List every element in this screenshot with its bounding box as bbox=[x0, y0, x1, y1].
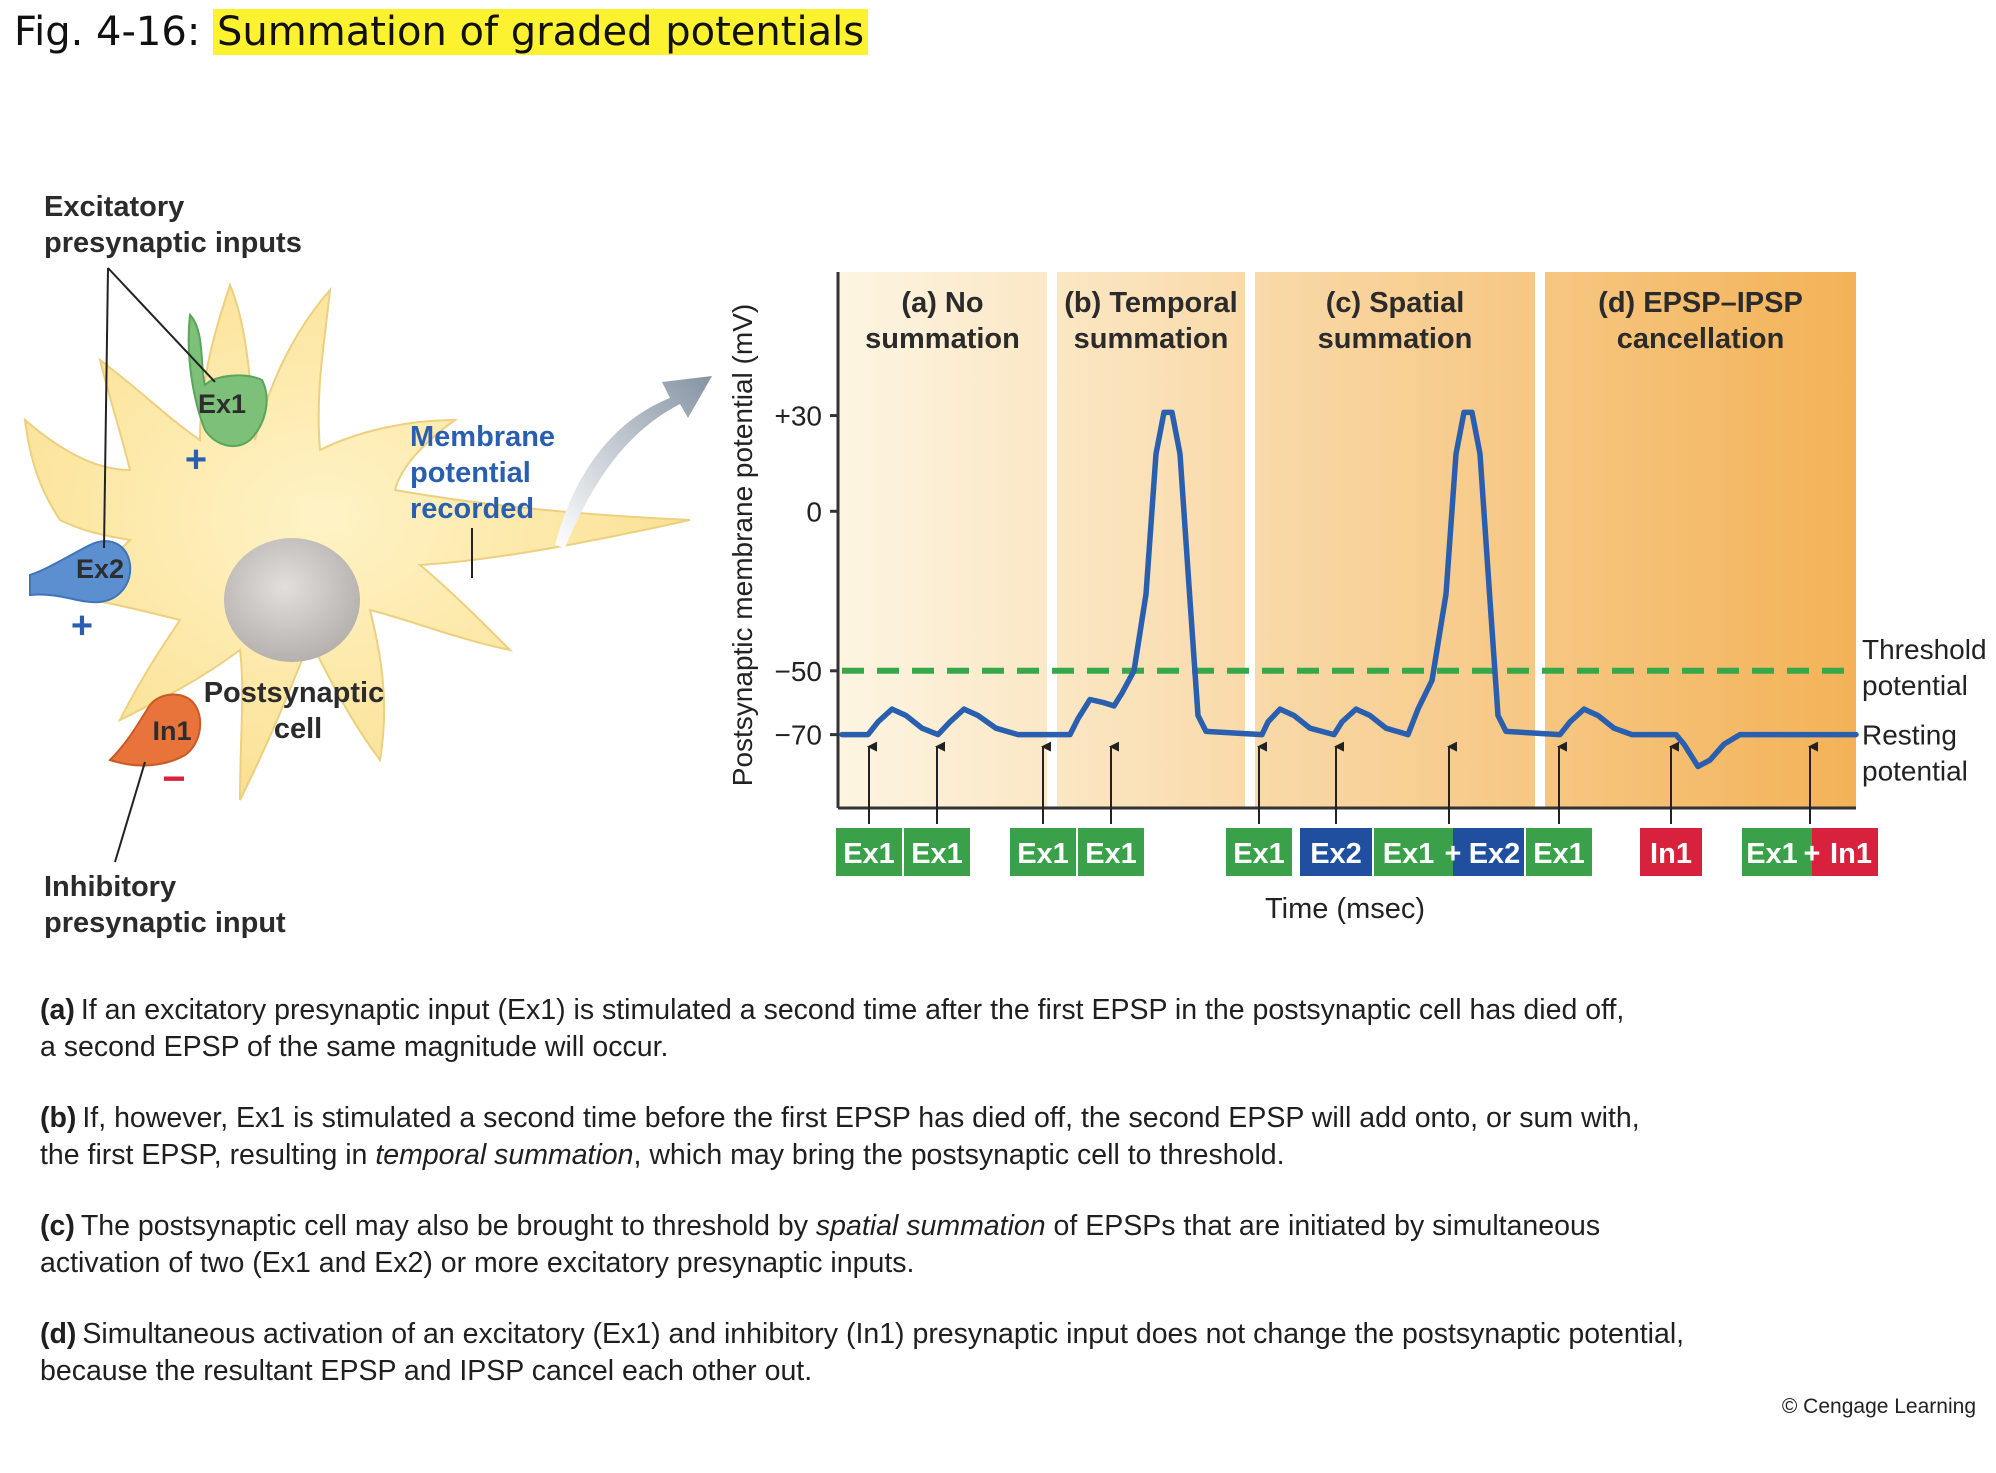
postsynaptic-cell-body bbox=[23, 282, 691, 801]
postsynaptic-cell-label: Postsynaptic cell bbox=[204, 677, 393, 745]
stimulus-box bbox=[1640, 828, 1702, 876]
ex1-leader-line bbox=[107, 267, 216, 383]
stimulus-box bbox=[904, 828, 970, 876]
in1-leader-line bbox=[114, 761, 146, 863]
cell-nucleus bbox=[224, 538, 360, 662]
y-tick-label: −50 bbox=[775, 656, 823, 687]
in1-minus-sign: − bbox=[162, 757, 185, 801]
stimulus-box bbox=[1526, 828, 1592, 876]
membrane-potential-recorded-label: Membrane potential recorded bbox=[410, 421, 563, 525]
threshold-potential-label: Threshold potential bbox=[1862, 634, 1994, 701]
x-axis-label: Time (msec) bbox=[1265, 893, 1425, 925]
in1-terminal-label: In1 bbox=[152, 716, 191, 746]
caption-c: (c)The postsynaptic cell may also be bro… bbox=[40, 1210, 1601, 1279]
figure-number: Fig. 4-16: bbox=[14, 9, 201, 55]
resting-potential-label: Resting potential bbox=[1862, 720, 1968, 787]
stimulus-label: Ex1 bbox=[843, 838, 895, 870]
stimulus-label: Ex1 bbox=[1746, 838, 1798, 870]
inhibitory-input-label: Inhibitory presynaptic input bbox=[44, 871, 286, 939]
stimulus-label: Ex1 bbox=[1017, 838, 1069, 870]
panel-background-a bbox=[838, 272, 1047, 808]
ex1-terminal-label: Ex1 bbox=[198, 389, 246, 419]
ex1-plus-sign: + bbox=[185, 439, 207, 481]
recording-arrow bbox=[555, 376, 712, 548]
figure-title-highlight: Summation of graded potentials bbox=[213, 9, 869, 55]
stimulus-label: Ex1 bbox=[1233, 838, 1285, 870]
stimulus-box bbox=[1812, 828, 1878, 876]
neuron-illustration: Ex1 Ex2 In1 + + − Excitatory presynaptic… bbox=[23, 191, 712, 939]
ex2-leader-line bbox=[103, 267, 109, 549]
stimulus-box bbox=[1010, 828, 1076, 876]
y-tick-label: +30 bbox=[775, 401, 823, 432]
stimulus-box bbox=[1453, 828, 1524, 876]
captions: (a)If an excitatory presynaptic input (E… bbox=[40, 992, 1820, 1424]
stimulus-box bbox=[1742, 828, 1812, 876]
y-axis-label: Postsynaptic membrane potential (mV) bbox=[727, 304, 758, 786]
y-ticks: +30 0 −50 −70 bbox=[775, 401, 838, 751]
caption-a: (a)If an excitatory presynaptic input (E… bbox=[40, 994, 1625, 1063]
figure-title: Fig. 4-16: Summation of graded potential… bbox=[14, 6, 869, 58]
stimulus-label: Ex1 bbox=[1533, 838, 1585, 870]
stimulus-label: In1 bbox=[1650, 838, 1692, 870]
copyright-notice: © Cengage Learning bbox=[1781, 1395, 1976, 1418]
stimulus-box bbox=[1374, 828, 1453, 876]
y-tick-label: −70 bbox=[775, 720, 823, 751]
stimulus-label: Ex1 bbox=[1383, 838, 1435, 870]
y-tick-label: 0 bbox=[806, 496, 822, 527]
in1-terminal bbox=[108, 693, 202, 767]
stimulus-label: Ex2 bbox=[1469, 838, 1521, 870]
stimulus-label: Ex1 bbox=[1085, 838, 1137, 870]
stimulus-box bbox=[836, 828, 902, 876]
stimulus-plus-sign: + bbox=[1445, 838, 1462, 870]
ex1-terminal bbox=[187, 312, 268, 448]
stimulus-box bbox=[1300, 828, 1372, 876]
ex2-terminal-label: Ex2 bbox=[76, 554, 124, 584]
panel-background-d bbox=[1545, 272, 1856, 808]
stimulus-label: Ex2 bbox=[1310, 838, 1362, 870]
caption-b: (b)If, however, Ex1 is stimulated a seco… bbox=[40, 1102, 1640, 1171]
stimulus-label: In1 bbox=[1830, 838, 1872, 870]
stimulus-box bbox=[1078, 828, 1144, 876]
caption-d: (d)Simultaneous activation of an excitat… bbox=[40, 1318, 1685, 1387]
stimulus-arrows bbox=[867, 741, 1818, 824]
membrane-potential-trace bbox=[839, 409, 1859, 770]
stimulus-box bbox=[1226, 828, 1292, 876]
stimulus-plus-sign: + bbox=[1804, 838, 1821, 870]
ex2-terminal bbox=[29, 540, 132, 604]
ex2-plus-sign: + bbox=[71, 605, 93, 647]
excitatory-inputs-label: Excitatory presynaptic inputs bbox=[44, 191, 302, 259]
stimulus-label: Ex1 bbox=[911, 838, 963, 870]
